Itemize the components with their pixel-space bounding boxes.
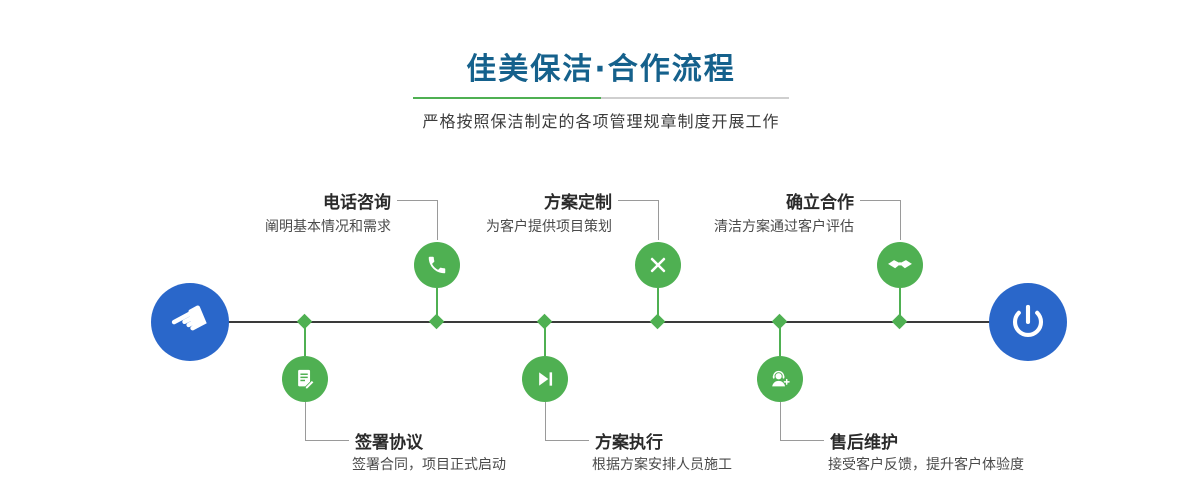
handshake-icon [877,242,923,288]
divider-gray-segment [601,97,789,99]
step-desc: 接受客户反馈，提升客户体验度 [828,457,1024,473]
headset-support-icon [757,356,803,402]
node-stem [657,288,659,322]
timeline-node-diamond [649,313,666,330]
power-icon [1009,303,1047,341]
step-title: 签署协议 [355,433,423,453]
connector-line [860,200,900,201]
connector-line [305,440,349,441]
step-title: 电话咨询 [323,193,391,213]
step-desc: 阐明基本情况和需求 [265,219,391,235]
design-tools-icon [635,242,681,288]
connector-line [305,402,306,440]
step-desc: 清洁方案通过客户评估 [714,219,854,235]
node-stem [544,322,546,356]
connector-line [618,200,658,201]
step-desc: 为客户提供项目策划 [486,219,612,235]
node-stem [304,322,306,356]
timeline-node-diamond [536,313,553,330]
phone-icon [414,242,460,288]
step-title: 方案定制 [544,193,612,213]
connector-line [545,402,546,440]
page-title: 佳美保洁·合作流程 [466,52,736,87]
step-desc: 根据方案安排人员施工 [592,457,732,473]
node-stem [779,322,781,356]
timeline-node-diamond [296,313,313,330]
hand-pointer-icon: ☚ [160,289,220,354]
step-desc: 签署合同，项目正式启动 [352,457,506,473]
divider-green-segment [413,97,601,99]
end-node [989,283,1067,361]
timeline-node-diamond [771,313,788,330]
connector-line [437,200,438,240]
node-stem [899,288,901,322]
connector-line [780,440,824,441]
step-title: 确立合作 [786,193,854,213]
contract-sign-icon [282,356,328,402]
connector-line [397,200,437,201]
page-subtitle: 严格按照保洁制定的各项管理规章制度开展工作 [422,112,780,131]
step-title: 方案执行 [595,433,663,453]
timeline-node-diamond [428,313,445,330]
start-node: ☚ [151,283,229,361]
connector-line [780,402,781,440]
timeline-node-diamond [891,313,908,330]
connector-line [658,200,659,240]
title-divider [413,97,789,99]
node-stem [436,288,438,322]
connector-line [545,440,589,441]
connector-line [900,200,901,240]
step-title: 售后维护 [830,433,898,453]
play-next-icon [522,356,568,402]
timeline-line [190,321,1028,323]
